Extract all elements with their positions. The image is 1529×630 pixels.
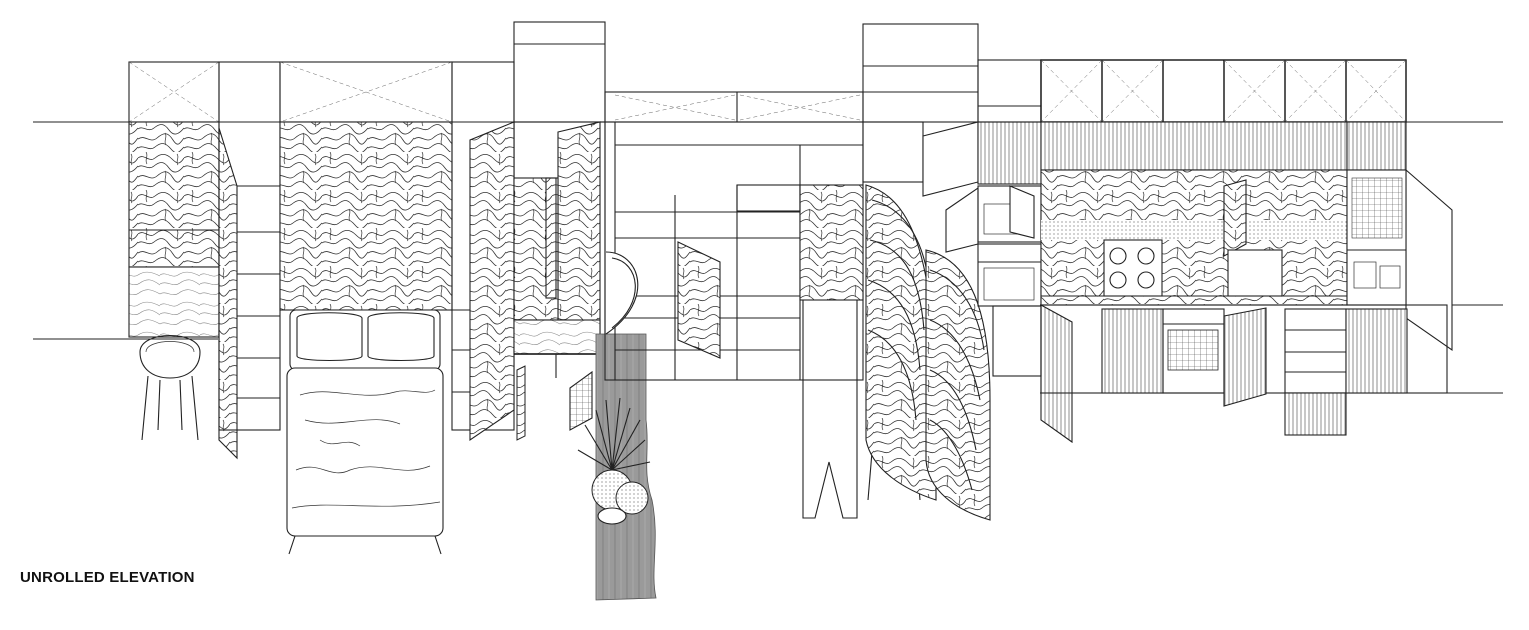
desk-c xyxy=(514,353,605,378)
desk-chair-left xyxy=(128,335,218,441)
open-door-marble-left xyxy=(218,127,238,460)
upper-cabinet-left xyxy=(128,61,220,123)
open-door-marble-d xyxy=(677,241,721,359)
kitchen-shelving-right xyxy=(1346,169,1407,306)
drawing-caption: UNROLLED ELEVATION xyxy=(20,569,195,586)
arched-mirror-d xyxy=(605,251,639,335)
upper-cabinet-bed xyxy=(279,61,453,123)
cooktop xyxy=(1103,239,1163,297)
kitchen-upper-fluted-panel xyxy=(977,59,1042,185)
marble-wall-panel-left xyxy=(128,121,220,338)
kitchen-marble-backsplash xyxy=(1040,169,1348,306)
kitchen-fluted-wall-cabinets xyxy=(1040,121,1407,187)
upper-cabinet-d xyxy=(604,91,864,123)
floor-shelf-d xyxy=(802,300,858,519)
oven xyxy=(977,243,1042,307)
open-door-marble-c2 xyxy=(557,121,601,355)
angled-door-e xyxy=(922,121,979,253)
kitchen-upper-cabinets xyxy=(1040,59,1407,123)
kitchen-base-cabinets xyxy=(1040,304,1448,436)
curved-door-e2 xyxy=(925,249,991,521)
potted-plant xyxy=(577,397,651,525)
kitchen-tall-door-left xyxy=(992,304,1073,444)
curved-door-e1 xyxy=(865,184,937,501)
marble-headboard-wall xyxy=(279,121,453,311)
open-door-marble-c1 xyxy=(469,121,515,442)
bed xyxy=(286,309,444,555)
marble-panel-c xyxy=(513,177,601,355)
grid-door-c xyxy=(516,365,593,441)
marble-panel-d xyxy=(736,184,864,301)
microwave xyxy=(977,185,1042,243)
